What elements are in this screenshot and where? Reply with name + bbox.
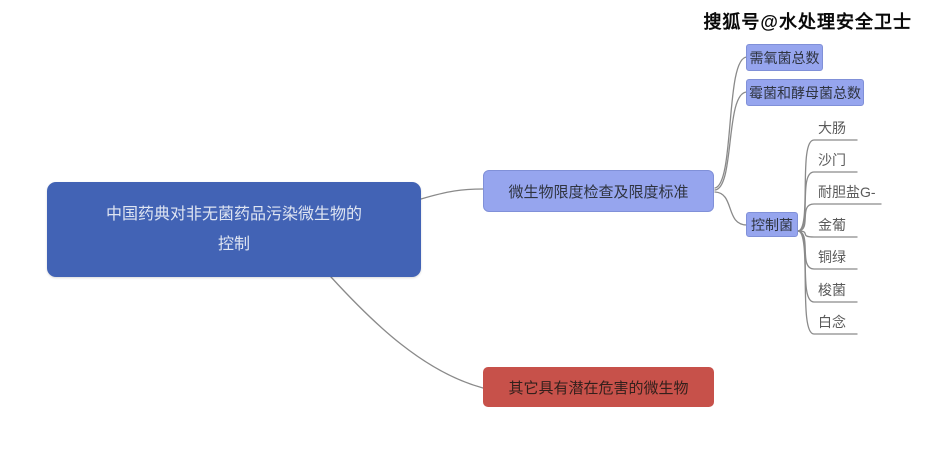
edge-branch-to-aerobic [714, 56, 748, 189]
sub-node-mold-yeast-count[interactable]: 霉菌和酵母菌总数 [746, 79, 864, 106]
watermark-text: 搜狐号@水处理安全卫士 [703, 12, 912, 32]
edge-ctrl-to-leaf-2 [797, 171, 858, 232]
edge-branch-to-ctrl [714, 191, 748, 226]
edge-ctrl-to-leaf-3 [797, 203, 882, 232]
sub-node-control-bacteria[interactable]: 控制菌 [746, 212, 798, 237]
edge-root-to-branch [420, 188, 484, 200]
edge-ctrl-to-leaf-4 [797, 230, 858, 238]
leaf-node-bile-tolerant-gram-negative[interactable]: 耐胆盐G- [818, 184, 876, 200]
branch-node-limit-check[interactable]: 微生物限度检查及限度标准 [483, 170, 714, 212]
edge-ctrl-to-leaf-7 [797, 230, 858, 335]
edge-branch-to-mold [714, 91, 748, 191]
branch-node-other-harmful[interactable]: 其它具有潜在危害的微生物 [483, 367, 714, 407]
root-node[interactable]: 中国药典对非无菌药品污染微生物的控制 [47, 182, 421, 277]
leaf-node-ecoli[interactable]: 大肠 [818, 120, 846, 136]
edge-ctrl-to-leaf-1 [797, 139, 858, 232]
leaf-node-salmonella[interactable]: 沙门 [818, 152, 846, 168]
leaf-node-pseudomonas[interactable]: 铜绿 [818, 249, 846, 265]
leaf-node-clostridium[interactable]: 梭菌 [818, 282, 846, 298]
sub-node-aerobic-count[interactable]: 需氧菌总数 [746, 44, 823, 71]
edge-root-to-warn [330, 276, 484, 389]
leaf-node-candida[interactable]: 白念 [818, 314, 846, 330]
leaf-node-staph-aureus[interactable]: 金葡 [818, 217, 846, 233]
